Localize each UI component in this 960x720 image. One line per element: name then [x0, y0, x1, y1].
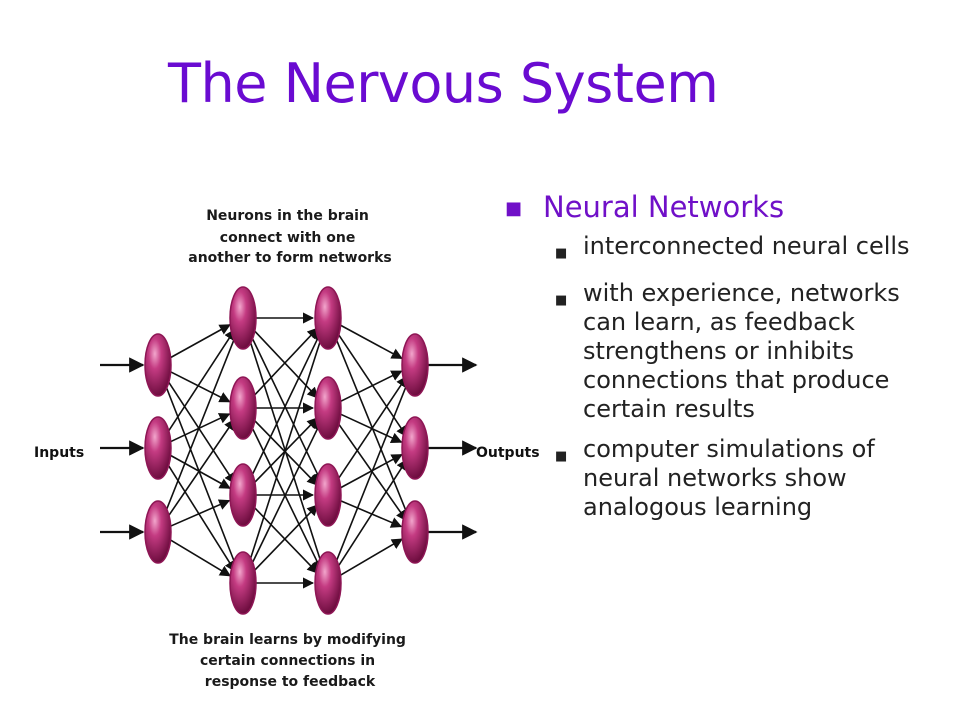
io-arrows: [100, 357, 478, 540]
connection-arrow: [164, 376, 236, 485]
neurons: [144, 286, 429, 615]
connection-arrow: [332, 376, 411, 571]
neuron-node: [314, 286, 342, 350]
connection-arrow: [338, 538, 404, 577]
connection-arrow: [339, 323, 403, 360]
bullet-item: ■ computer simulations of neural network…: [555, 435, 925, 522]
bottom-caption-line-1: The brain learns by modifying: [169, 632, 406, 648]
neuron-node: [229, 376, 257, 440]
connection-arrow: [334, 375, 408, 484]
connection-arrow: [339, 499, 403, 528]
connection-arrow: [339, 453, 403, 490]
connection-arrow: [339, 413, 403, 444]
slide-title: The Nervous System: [168, 52, 719, 115]
connection-arrow: [247, 329, 323, 483]
neuron-node: [229, 551, 257, 615]
square-bullet-icon: ■: [555, 293, 568, 308]
neuron-node: [144, 333, 172, 397]
connection-arrow: [168, 324, 231, 359]
inputs-label: Inputs: [34, 445, 84, 461]
connection-arrow: [334, 418, 408, 522]
neuron-node: [314, 376, 342, 440]
bullet-item-text: with experience, networks can learn, as …: [583, 279, 900, 423]
bullet-heading-text: Neural Networks: [543, 190, 785, 224]
neuron-node: [401, 333, 429, 397]
connection-arrow: [161, 377, 240, 572]
connection-arrow: [164, 328, 236, 437]
bullet-item: ■ interconnected neural cells: [555, 232, 925, 268]
bullet-item-text: interconnected neural cells: [583, 232, 910, 260]
top-caption-line-2: connect with one: [220, 230, 356, 246]
top-caption: Neurons in the brain connect with one an…: [188, 208, 391, 266]
connection-arrow: [246, 330, 326, 570]
connection-arrow: [164, 418, 236, 521]
connection-arrow: [251, 504, 319, 574]
bottom-caption-line-3: response to feedback: [205, 674, 376, 690]
connection-arrow: [332, 330, 411, 521]
top-caption-line-1: Neurons in the brain: [206, 208, 369, 224]
bullet-item-text: computer simulations of neural networks …: [583, 435, 875, 521]
top-caption-line-3: another to form networks: [188, 250, 391, 266]
connection-arrow: [168, 538, 232, 577]
connection-arrow: [164, 459, 236, 573]
neuron-node: [144, 416, 172, 480]
bullet-list: ■ Neural Networks ■ interconnected neura…: [505, 190, 945, 533]
bottom-caption: The brain learns by modifying certain co…: [169, 632, 411, 690]
outputs-label: Outputs: [476, 445, 540, 461]
bullet-heading: ■ Neural Networks: [505, 190, 945, 224]
connection-arrow: [169, 370, 231, 403]
neuron-node: [144, 500, 172, 564]
connection-arrow: [251, 327, 319, 399]
connection-arrow: [247, 419, 323, 571]
square-bullet-icon: ■: [555, 246, 568, 261]
neuron-node: [229, 286, 257, 350]
connection-arrow: [334, 458, 408, 572]
neural-network-diagram: Neurons in the brain connect with one an…: [34, 208, 540, 690]
connection-arrow: [169, 499, 231, 528]
neuron-node: [229, 463, 257, 527]
neuron-node: [401, 416, 429, 480]
bullet-item: ■ with experience, networks can learn, a…: [555, 279, 925, 424]
connection-arrow: [162, 329, 239, 520]
square-bullet-icon: ■: [505, 198, 523, 219]
neuron-node: [401, 500, 429, 564]
square-bullet-icon: ■: [555, 449, 568, 464]
connection-arrow: [334, 329, 408, 438]
connections: [161, 312, 411, 589]
bottom-caption-line-2: certain connections in: [200, 653, 375, 669]
connection-arrow: [339, 370, 403, 403]
neuron-node: [314, 551, 342, 615]
neuron-node: [314, 463, 342, 527]
